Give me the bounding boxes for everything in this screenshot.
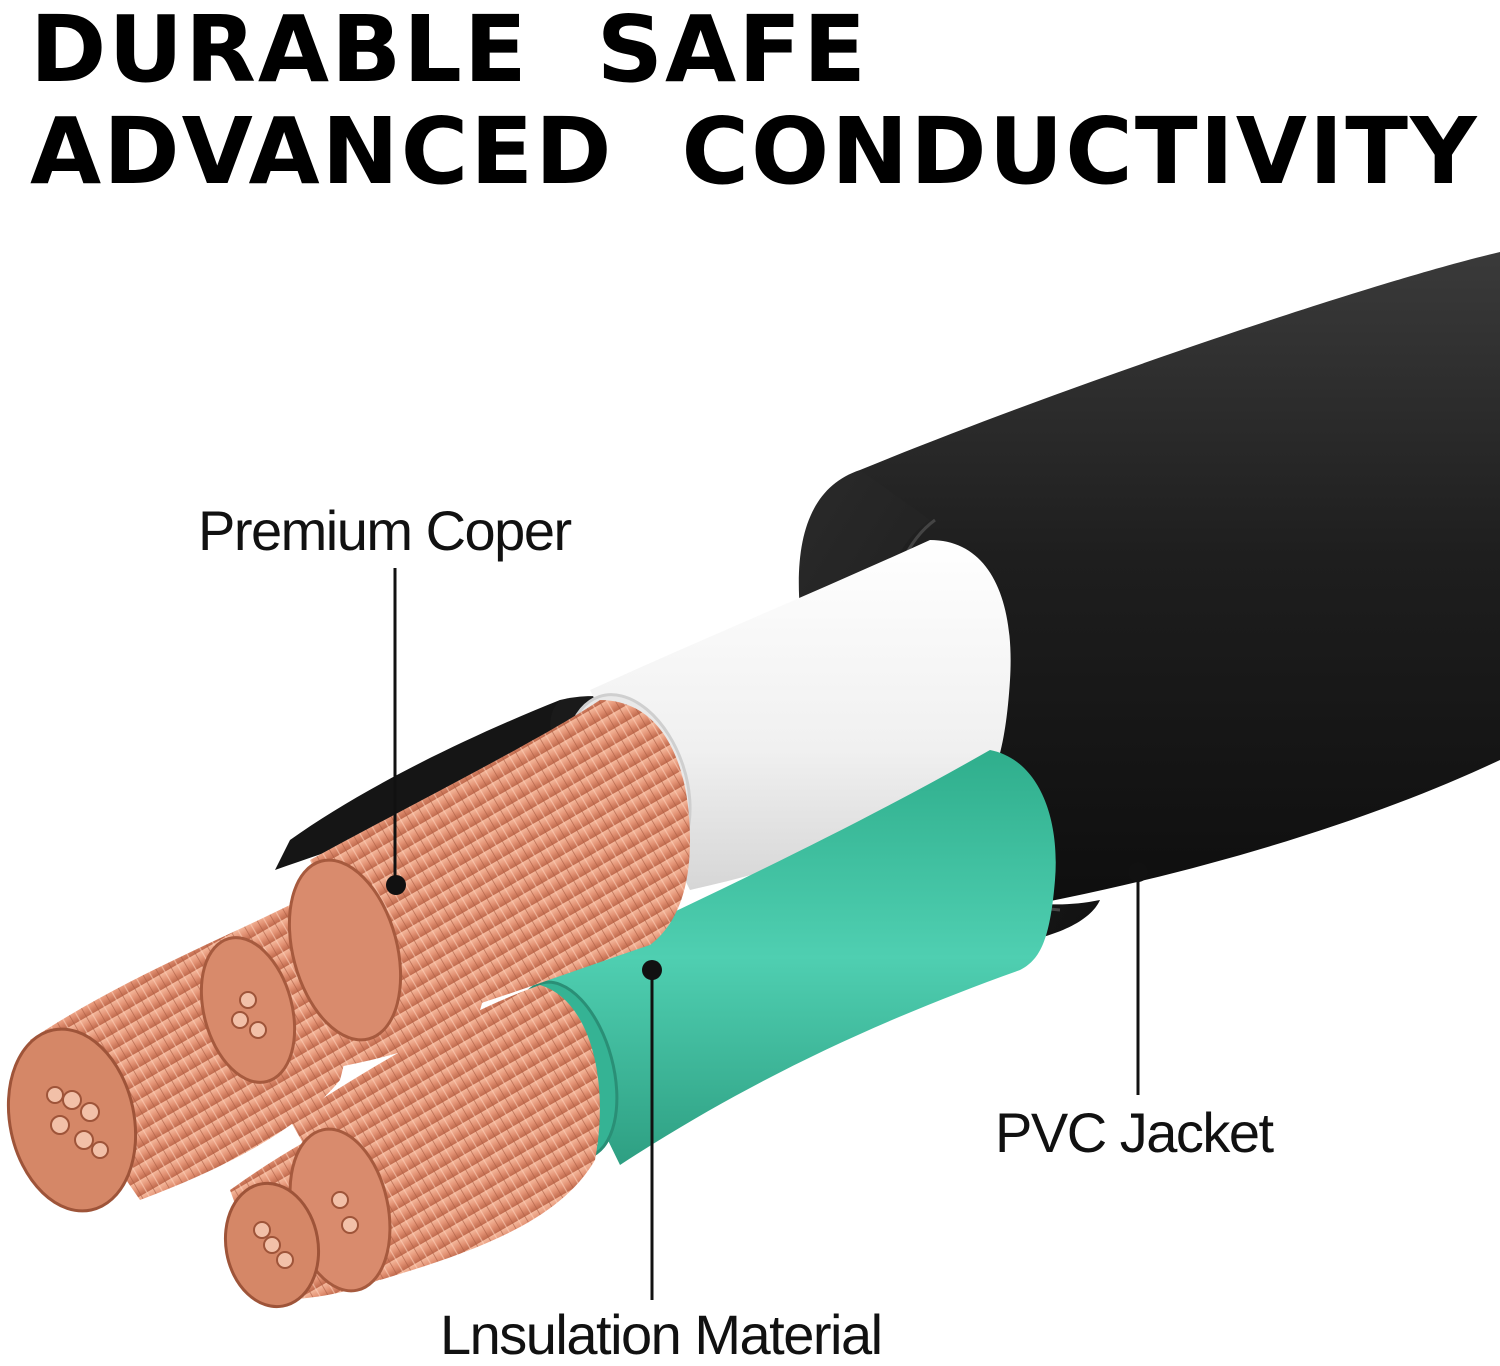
insulation-callout-dot [642, 960, 662, 980]
pvc-jacket-body [860, 252, 1500, 930]
headline-line-2: ADVANCED CONDUCTIVITY [30, 98, 1479, 205]
copper-bundle-upper [6, 700, 690, 1213]
copper-callout-dot [386, 875, 406, 895]
pvc-callout-dot [1128, 862, 1148, 882]
pvc-jacket-callout-label: PVC Jacket [995, 1101, 1274, 1164]
copper-callout-label: Premium Coper [198, 499, 572, 562]
inner-black-insulation [275, 700, 600, 870]
green-insulation [530, 750, 1056, 1165]
insulation-callout-label: Lnsulation Material [440, 1303, 883, 1366]
headline-line-1: DURABLE SAFE [30, 0, 868, 103]
